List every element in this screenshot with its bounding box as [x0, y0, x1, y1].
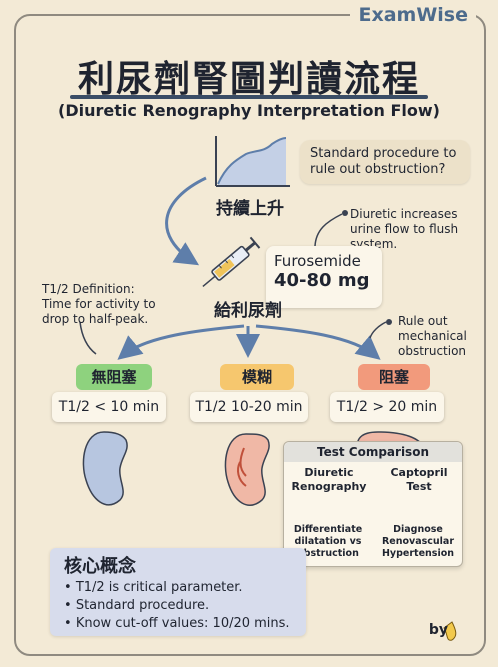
- outcome-value-equivocal: T1/2 10-20 min: [190, 392, 308, 422]
- arrow-step1-to-step2: [165, 176, 207, 266]
- page-subtitle: (Diuretic Renography Interpretation Flow…: [58, 101, 440, 120]
- outcome-value-no-obstruction: T1/2 < 10 min: [52, 392, 166, 422]
- outcome-value-obstruction: T1/2 > 20 min: [330, 392, 444, 422]
- t-half-definition-note: T1/2 Definition: Time for activity to dr…: [42, 282, 156, 326]
- comparison-right-title: Captopril Test: [390, 466, 448, 493]
- furosemide-dose-box: Furosemide 40-80 mg: [266, 246, 382, 308]
- kidney-dilated-icon: [224, 433, 270, 506]
- core-item: • Know cut-off values: 10/20 mins.: [64, 616, 290, 631]
- arrow-branch-right: [255, 324, 381, 360]
- step2-label: 給利尿劑: [214, 301, 282, 321]
- brand-logo: ExamWise: [350, 4, 476, 26]
- outcome-tag-equivocal: 模糊: [220, 364, 294, 390]
- diuretic-note: Diuretic increases urine flow to flush s…: [350, 207, 459, 251]
- step1-note: Standard procedure to rule out obstructi…: [300, 140, 470, 184]
- kidney-normal-icon: [82, 431, 128, 506]
- test-comparison-panel: Test Comparison Diuretic Renography Capt…: [283, 441, 463, 567]
- core-item: • T1/2 is critical parameter.: [64, 580, 243, 595]
- outcome-tag-obstruction: 阻塞: [358, 364, 430, 390]
- outcome-tag-no-obstruction: 無阻塞: [76, 364, 152, 390]
- core-title: 核心概念: [64, 556, 136, 577]
- rising-curve-graph-icon: [215, 136, 290, 187]
- obstruction-note: Rule out mechanical obstruction: [398, 314, 467, 358]
- banana-icon: [443, 621, 457, 641]
- page-title: 利尿劑腎圖判讀流程: [77, 59, 420, 100]
- comparison-left-title: Diuretic Renography: [291, 466, 367, 493]
- core-item: • Standard procedure.: [64, 598, 210, 613]
- arrow-branch-left: [117, 324, 245, 360]
- page-frame: [14, 14, 486, 656]
- comparison-title: Test Comparison: [284, 442, 462, 462]
- drug-dose: 40-80 mg: [274, 270, 370, 291]
- step1-label: 持續上升: [216, 199, 284, 219]
- comparison-right-note: Diagnose Renovascular Hypertension: [381, 524, 455, 559]
- comparison-left-note: Differentiate dilatation vs obstruction: [293, 524, 363, 559]
- title-underline: [70, 95, 428, 99]
- drug-name: Furosemide: [274, 252, 361, 270]
- byline: by: [428, 622, 448, 638]
- core-concept-box: 核心概念 • T1/2 is critical parameter. • Sta…: [50, 548, 306, 636]
- syringe-icon: [202, 236, 261, 288]
